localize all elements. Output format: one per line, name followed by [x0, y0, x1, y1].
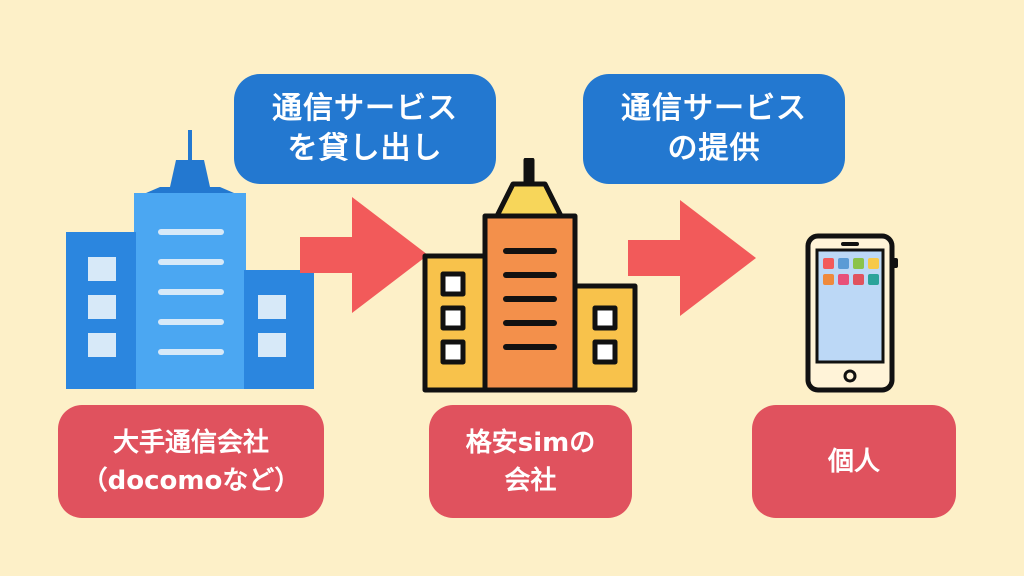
- label-mvno-company: 格安simの 会社: [429, 405, 632, 518]
- right-arrow-icon: [628, 200, 756, 316]
- bubble-provide-service-line2: の提供: [667, 131, 761, 166]
- large-carrier-building-icon: [66, 130, 314, 389]
- label-mvno-company-line2: 会社: [504, 465, 557, 496]
- bubble-lend-service-line2: を貸し出し: [287, 131, 443, 166]
- label-individual-text: 個人: [827, 446, 880, 477]
- bubble-provide-service: 通信サービス の提供: [583, 74, 845, 184]
- mvno-building-icon: [422, 158, 638, 393]
- label-mvno-company-line1: 格安simの: [465, 427, 596, 458]
- smartphone-icon: [805, 233, 898, 393]
- right-arrow-icon: [300, 197, 428, 313]
- label-major-carrier: 大手通信会社 （docomoなど）: [58, 405, 324, 518]
- label-major-carrier-line1: 大手通信会社: [112, 427, 269, 458]
- label-individual: 個人: [752, 405, 956, 518]
- bubble-lend-service-line1: 通信サービス: [272, 91, 458, 126]
- label-major-carrier-line2: （docomoなど）: [81, 465, 301, 496]
- bubble-provide-service-line1: 通信サービス: [621, 91, 807, 126]
- bubble-lend-service: 通信サービス を貸し出し: [234, 74, 496, 184]
